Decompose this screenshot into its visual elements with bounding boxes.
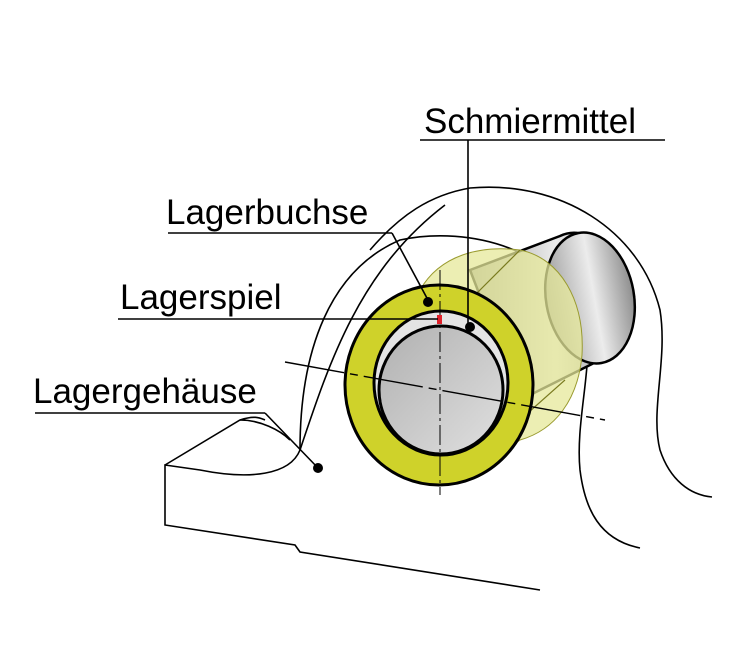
housing-left-curve bbox=[239, 204, 446, 451]
housing-outline-back bbox=[369, 186, 713, 498]
leader-bushing bbox=[168, 232, 433, 307]
leader-housing bbox=[35, 412, 323, 473]
shaft-face bbox=[377, 324, 505, 456]
label-bushing: Lagerbuchse bbox=[166, 193, 368, 232]
label-lubricant: Schmiermittel bbox=[424, 102, 636, 141]
label-housing: Lagergehäuse bbox=[33, 372, 257, 411]
label-clearance: Lagerspiel bbox=[120, 278, 282, 317]
leader-lubricant bbox=[420, 139, 665, 332]
clearance-marker bbox=[437, 315, 442, 324]
